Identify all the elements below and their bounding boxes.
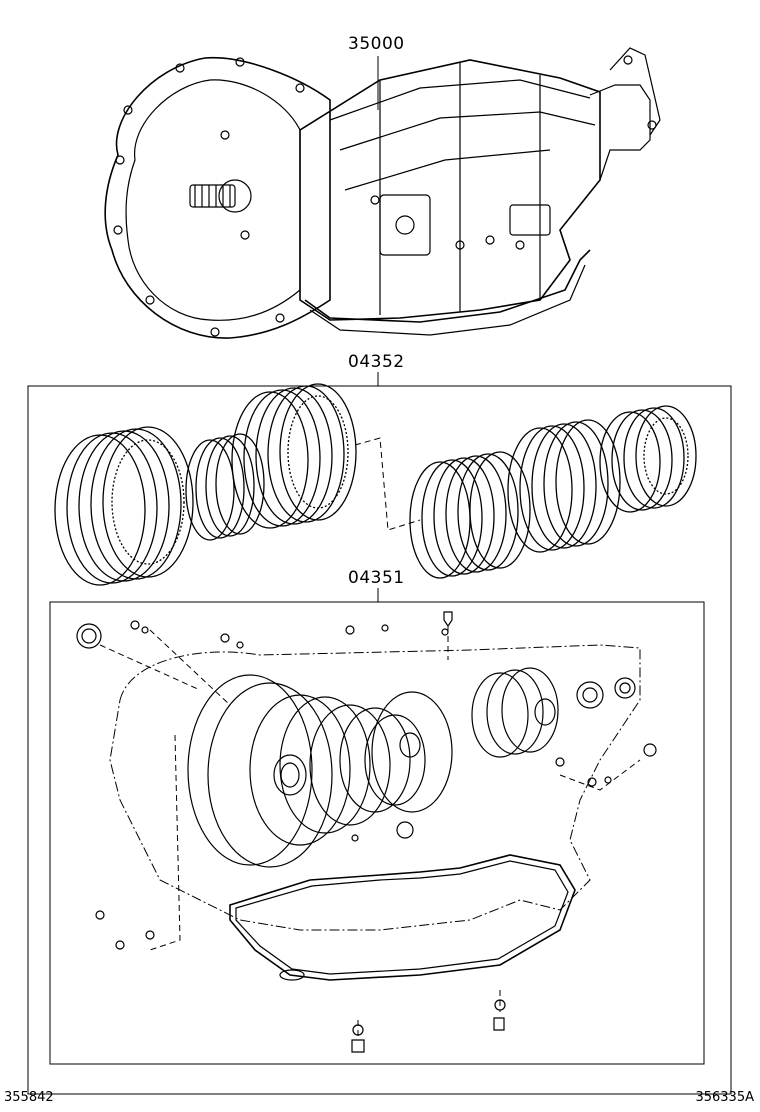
transmission-assembly-drawing	[104, 47, 661, 339]
kit-04351-frame	[49, 601, 705, 1065]
part-number-04352: 04352	[348, 352, 405, 372]
footer-right-code: 356335A	[695, 1090, 754, 1105]
part-number-35000: 35000	[348, 34, 405, 54]
kit-04352-frame	[27, 385, 732, 1095]
footer-left-code: 355842	[4, 1090, 54, 1105]
part-number-04351: 04351	[348, 568, 405, 588]
gasket-kit-drawing	[76, 611, 657, 1053]
clutch-plates-drawing	[54, 383, 697, 586]
